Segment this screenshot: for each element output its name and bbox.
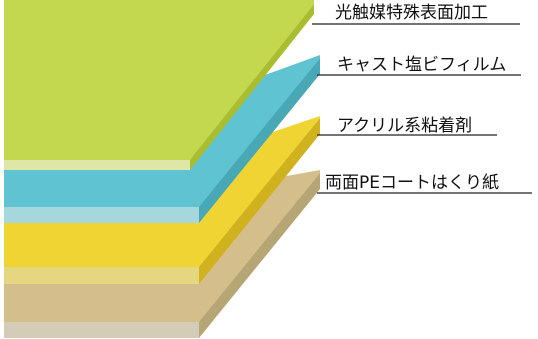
release-paper-front-edge (4, 322, 199, 338)
photocatalyst-front-edge (4, 160, 190, 170)
adhesive-front-edge (4, 267, 199, 284)
label-photocatalyst-coating: 光触媒特殊表面加工 (335, 3, 488, 23)
label-cast-vinyl-film: キャスト塩ビフィルム (337, 55, 507, 75)
vinyl-film-side-edge (199, 58, 320, 223)
label-acrylic-adhesive: アクリル系粘着剤 (337, 116, 473, 136)
photocatalyst-side-edge (190, 4, 314, 170)
adhesive-side-edge (199, 118, 320, 284)
label-release-paper: 両面PEコートはくり紙 (325, 173, 499, 193)
vinyl-film-front-edge (4, 207, 199, 223)
photocatalyst-top-face (4, 0, 314, 160)
layer-photocatalyst (4, 0, 314, 170)
release-paper-side-edge (199, 173, 320, 338)
